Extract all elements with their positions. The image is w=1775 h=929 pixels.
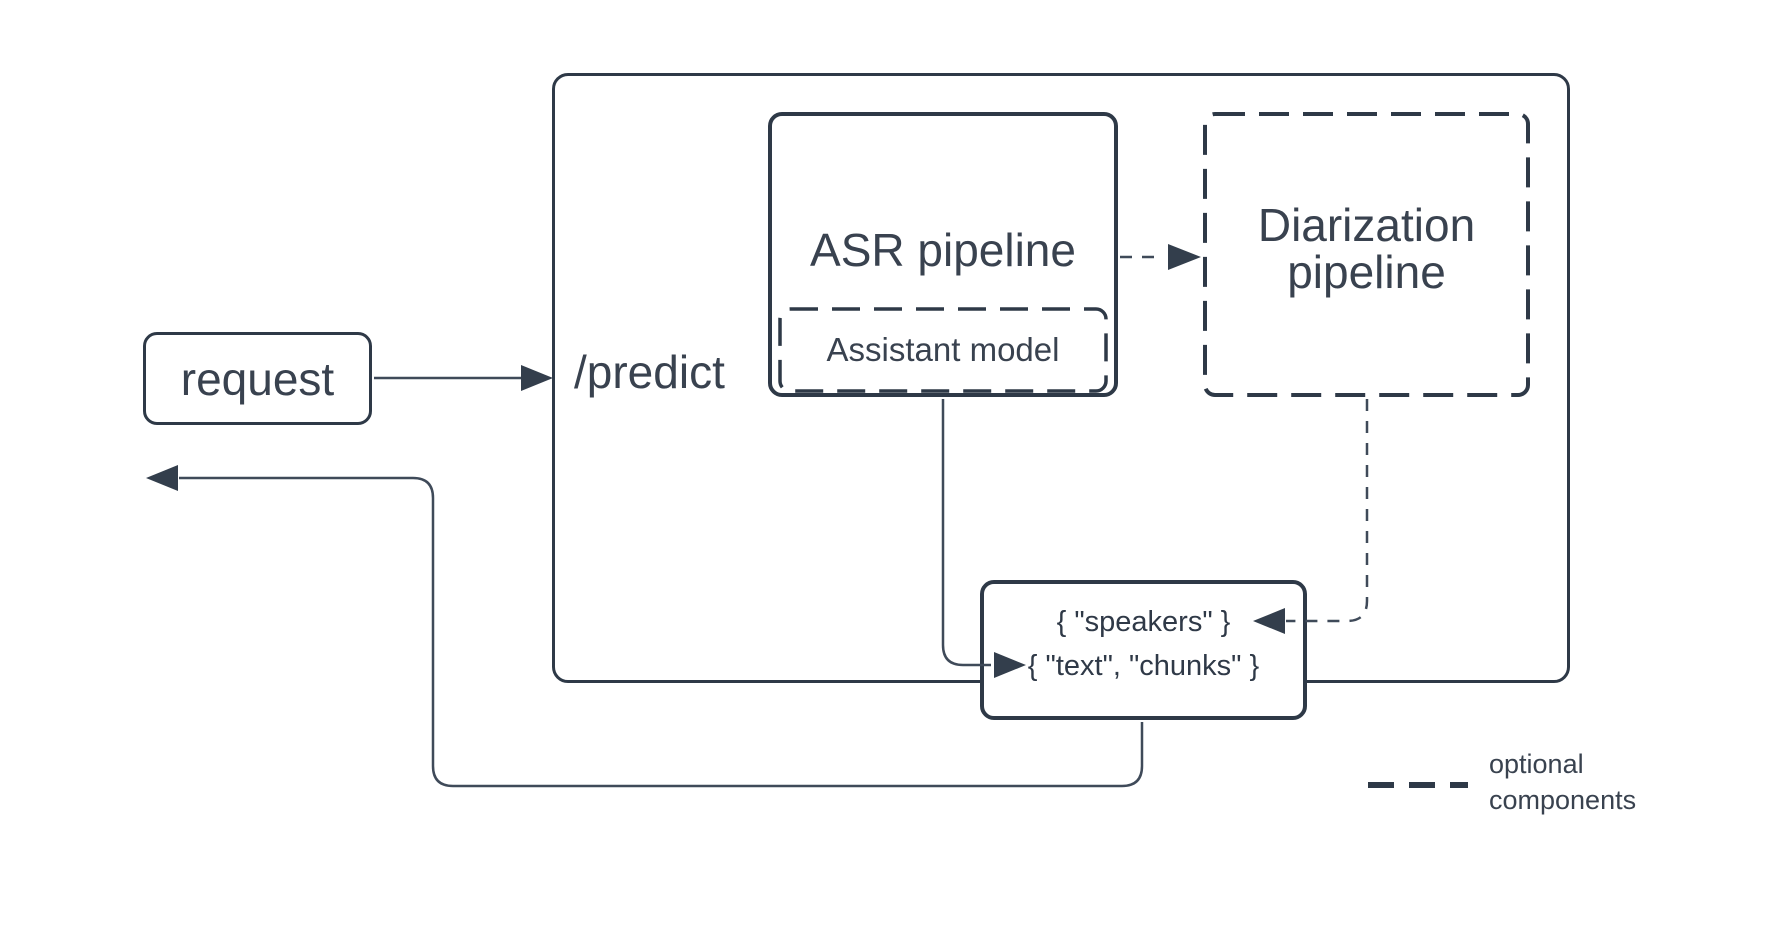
asr-pipeline-label: ASR pipeline — [810, 224, 1076, 276]
assistant-model-label: Assistant model — [826, 331, 1060, 368]
request-label: request — [180, 352, 335, 405]
output-speakers-label: { "speakers" } — [1056, 606, 1231, 638]
output-text-chunks-label: { "text", "chunks" } — [1027, 650, 1260, 682]
asr-pipeline-box: ASR pipeline — [768, 112, 1118, 397]
diarization-pipeline-box: Diarization pipeline — [1203, 112, 1530, 397]
diarization-pipeline-label: Diarization pipeline — [1257, 198, 1476, 298]
response-output-box: { "speakers" } { "text", "chunks" } — [980, 580, 1307, 720]
assistant-model-dashed-border — [778, 307, 1108, 393]
response-return-arrowhead — [146, 465, 178, 491]
request-node: request — [143, 332, 372, 425]
predict-endpoint-label: /predict — [574, 346, 725, 398]
assistant-model-box: Assistant model — [778, 307, 1108, 393]
diarization-dashed-border — [1203, 112, 1530, 397]
legend-label: optional components — [1489, 749, 1637, 815]
request-to-predict-arrowhead — [521, 365, 553, 391]
